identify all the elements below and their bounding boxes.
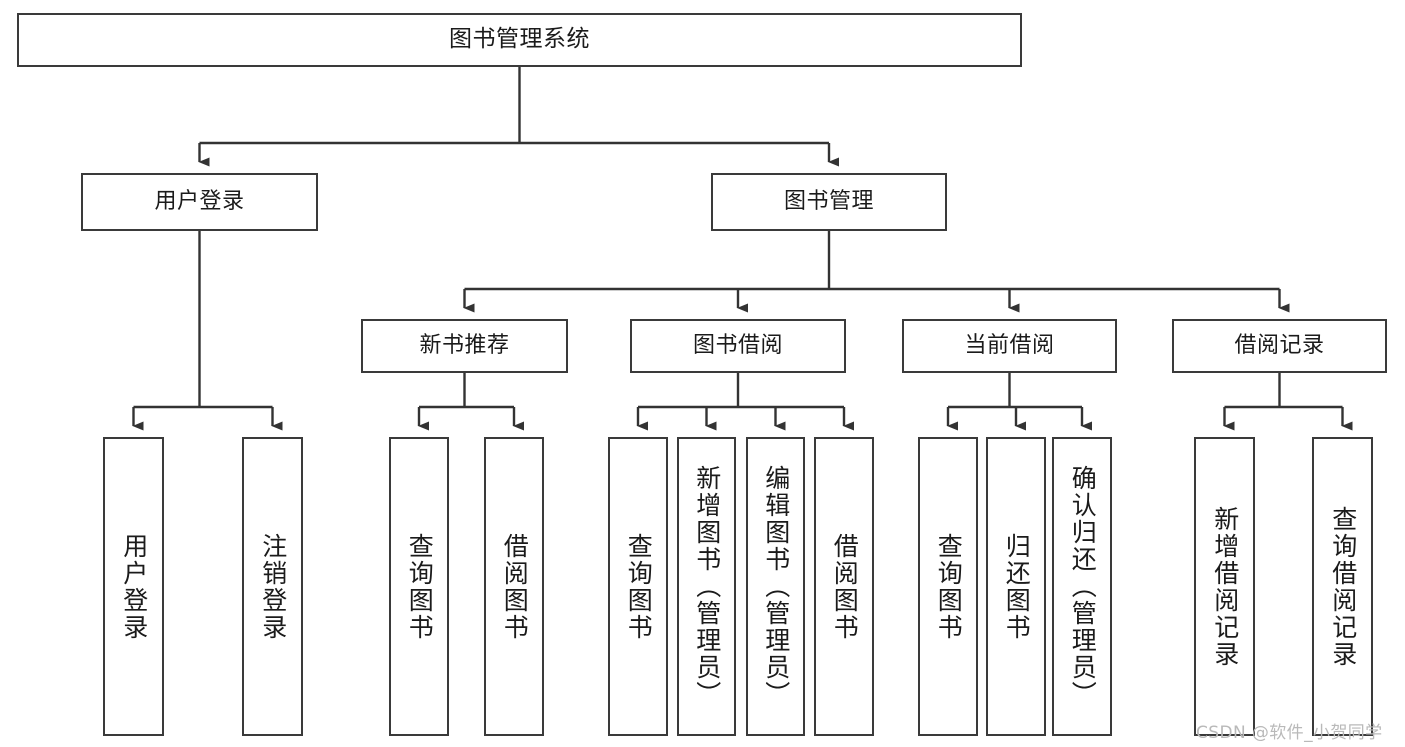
node-l9: 查询图书 <box>918 437 978 736</box>
node-l2: 注销登录 <box>242 437 303 736</box>
node-current: 当前借阅 <box>902 319 1117 373</box>
node-l1: 用户登录 <box>103 437 164 736</box>
node-bookmgmt: 图书管理 <box>711 173 947 231</box>
node-label: 查询图书 <box>934 532 964 641</box>
node-label: 新增借阅记录 <box>1210 505 1240 668</box>
node-l7: 编辑图书（管理员） <box>746 437 805 736</box>
node-l6: 新增图书（管理员） <box>677 437 736 736</box>
node-newbook: 新书推荐 <box>361 319 568 373</box>
node-label: 编辑图书（管理员） <box>761 465 791 708</box>
node-l11: 确认归还（管理员） <box>1052 437 1112 736</box>
node-label: 图书借阅 <box>692 332 783 358</box>
node-label: 确认归还（管理员） <box>1068 465 1098 708</box>
node-label: 当前借阅 <box>964 332 1055 358</box>
node-l13: 查询借阅记录 <box>1312 437 1373 736</box>
node-label: 查询图书 <box>624 532 654 641</box>
node-label: 借阅记录 <box>1234 332 1325 358</box>
node-l12: 新增借阅记录 <box>1194 437 1255 736</box>
node-label: 注销登录 <box>258 532 288 641</box>
watermark-text: CSDN @软件_小贺同学 <box>1196 723 1383 743</box>
node-label: 借阅图书 <box>500 532 530 641</box>
node-label: 图书管理系统 <box>449 26 590 53</box>
node-label: 查询借阅记录 <box>1328 505 1358 668</box>
node-label: 用户登录 <box>119 532 149 641</box>
node-l5: 查询图书 <box>608 437 668 736</box>
node-l4: 借阅图书 <box>484 437 544 736</box>
node-l3: 查询图书 <box>389 437 449 736</box>
node-label: 查询图书 <box>405 532 435 641</box>
node-label: 用户登录 <box>154 188 245 214</box>
node-records: 借阅记录 <box>1172 319 1387 373</box>
node-l10: 归还图书 <box>986 437 1046 736</box>
node-login: 用户登录 <box>81 173 318 231</box>
node-borrow: 图书借阅 <box>630 319 846 373</box>
node-root: 图书管理系统 <box>17 13 1022 67</box>
node-l8: 借阅图书 <box>814 437 874 736</box>
node-label: 图书管理 <box>783 188 874 214</box>
node-label: 借阅图书 <box>830 532 860 641</box>
node-label: 新增图书（管理员） <box>692 465 722 708</box>
node-label: 新书推荐 <box>419 332 510 358</box>
node-label: 归还图书 <box>1002 532 1032 641</box>
